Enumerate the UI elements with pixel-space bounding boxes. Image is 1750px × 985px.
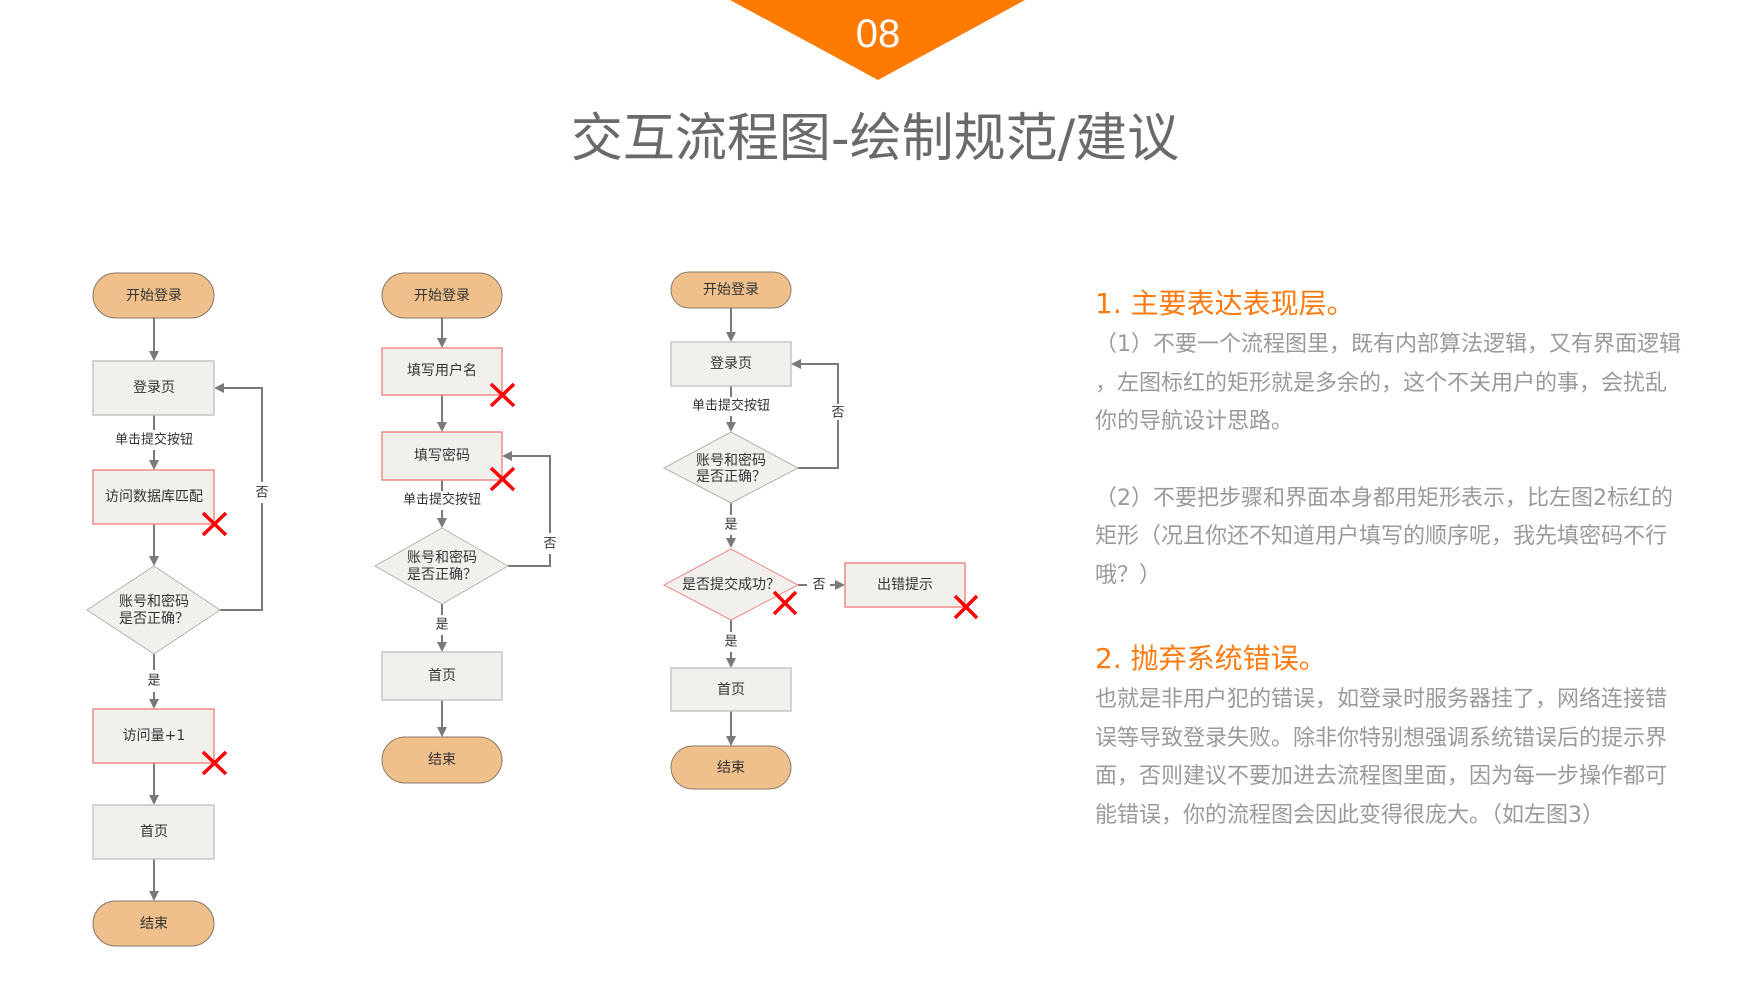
flowchart-1: 单击提交按钮 是 否 开始登录 登录页 访问数据库匹配 账号和密码 是否正确？ … xyxy=(86,272,269,947)
section2-para-line4: 能错误，你的流程图会因此变得很庞大。（如左图3） xyxy=(1095,802,1604,828)
cross-icon xyxy=(201,511,228,537)
flowchart-2: 单击提交按钮 否 是 开始登录 填写用户名 填写密码 账号和密码 是否正确？ 首… xyxy=(373,272,557,784)
node-check-label-1: 账号和密码 xyxy=(696,452,766,469)
edge-label-no-2: 否 xyxy=(812,578,825,593)
node-home-label: 首页 xyxy=(140,824,168,840)
node-end xyxy=(381,736,503,784)
edge-label-yes: 是 xyxy=(147,674,160,689)
node-home xyxy=(92,804,215,860)
edge-check-pwd-loop-a xyxy=(508,554,551,567)
edge-label-submit: 单击提交按钮 xyxy=(403,492,481,508)
node-fill-password xyxy=(381,431,503,481)
node-start xyxy=(381,272,503,319)
section2-para-line2: 误等导致登录失败。除非你特别想强调系统错误后的提示界 xyxy=(1095,725,1668,751)
node-visit-count-label: 访问量+1 xyxy=(123,728,186,744)
node-check-decision xyxy=(373,527,510,605)
section1-para2-line2: 矩形（况且你还不知道用户填写的顺序呢，我先填密码不行 xyxy=(1095,524,1668,549)
section1-para1-line1: （1）不要一个流程图里，既有内部算法逻辑，又有界面逻辑 xyxy=(1095,332,1681,357)
node-check-label-2: 是否正确？ xyxy=(696,469,766,485)
node-end-label: 结束 xyxy=(428,752,456,768)
node-error-tip xyxy=(844,562,966,608)
node-end-label: 结束 xyxy=(717,760,745,776)
node-login-page xyxy=(92,360,215,416)
banner-triangle xyxy=(730,0,1025,80)
node-end-label: 结束 xyxy=(140,916,168,932)
edge-check-login-loop xyxy=(220,503,263,611)
edge-check-pwd-loop-b xyxy=(502,451,551,533)
node-end xyxy=(670,745,792,790)
section-banner xyxy=(730,0,1025,80)
section2-heading: 2. 抛弃系统错误。 xyxy=(1095,642,1327,675)
node-fill-password-label: 填写密码 xyxy=(414,447,470,464)
cross-icon xyxy=(772,590,798,616)
node-start-label: 开始登录 xyxy=(414,288,470,304)
cross-icon xyxy=(489,382,516,408)
cross-icon xyxy=(201,750,228,776)
edge-check-login-loop-b xyxy=(791,359,839,404)
node-start-label: 开始登录 xyxy=(703,282,759,298)
node-login-page xyxy=(670,341,792,387)
node-start-label: 开始登录 xyxy=(126,288,182,304)
node-login-page-label: 登录页 xyxy=(710,356,752,372)
edge-label-no: 否 xyxy=(543,537,556,552)
node-start xyxy=(92,272,215,319)
edge-label-submit: 单击提交按钮 xyxy=(692,398,770,414)
edge-label-no: 否 xyxy=(831,406,844,421)
node-db-match-label: 访问数据库匹配 xyxy=(105,489,203,505)
node-fill-username-label: 填写用户名 xyxy=(407,362,477,379)
node-home-label: 首页 xyxy=(428,668,456,684)
section-number: 08 xyxy=(855,12,901,56)
node-start xyxy=(670,271,792,309)
node-home xyxy=(381,651,503,701)
node-submit-decision xyxy=(662,548,800,621)
edge-check-login-loop-b xyxy=(214,383,263,482)
section1-para2-line1: （2）不要把步骤和界面本身都用矩形表示，比左图2标红的 xyxy=(1095,485,1673,511)
cross-icon xyxy=(489,466,516,492)
node-check-label-1: 账号和密码 xyxy=(119,593,189,610)
node-check-label-2: 是否正确？ xyxy=(119,611,189,627)
edge-label-yes-2: 是 xyxy=(724,635,737,650)
edge-label-yes: 是 xyxy=(435,618,448,633)
page-title: 交互流程图-绘制规范/建议 xyxy=(570,109,1180,169)
node-check-label-1: 账号和密码 xyxy=(407,549,477,566)
node-login-page-label: 登录页 xyxy=(133,380,175,396)
section1-para1-line3: 你的导航设计思路。 xyxy=(1095,409,1294,434)
node-home-label: 首页 xyxy=(717,682,745,698)
node-check-label-2: 是否正确？ xyxy=(407,567,477,583)
section1-heading: 1. 主要表达表现层。 xyxy=(1095,287,1355,320)
node-check-decision xyxy=(86,565,221,655)
node-error-tip-label: 出错提示 xyxy=(877,577,933,593)
flowchart-3: 单击提交按钮 否 是 否 是 开始登录 登录页 账号和密码 是否正确？ 是否提交… xyxy=(662,271,979,790)
node-check-decision xyxy=(662,431,800,504)
node-visit-count xyxy=(92,708,215,764)
edge-label-no: 否 xyxy=(255,486,268,501)
edge-check-login-loop-a xyxy=(798,420,839,469)
node-db-match xyxy=(92,469,215,525)
node-submit-label: 是否提交成功？ xyxy=(682,576,780,593)
section1-para1-line2: ，左图标红的矩形就是多余的，这个不关用户的事，会扰乱 xyxy=(1095,370,1668,396)
node-fill-username xyxy=(381,347,503,396)
node-end xyxy=(92,900,215,947)
edge-label-yes: 是 xyxy=(724,518,737,533)
notes-panel: 1. 主要表达表现层。 （1）不要一个流程图里，既有内部算法逻辑，又有界面逻辑 … xyxy=(1095,282,1695,835)
section2-para-line1: 也就是非用户犯的错误，如登录时服务器挂了，网络连接错 xyxy=(1095,687,1668,712)
section1-para2-line3: 哦？） xyxy=(1095,562,1162,588)
node-home xyxy=(670,667,792,712)
section2-para-line3: 面，否则建议不要加进去流程图里面，因为每一步操作都可 xyxy=(1095,764,1668,789)
cross-icon xyxy=(953,594,979,620)
edge-label-submit: 单击提交按钮 xyxy=(115,432,193,448)
